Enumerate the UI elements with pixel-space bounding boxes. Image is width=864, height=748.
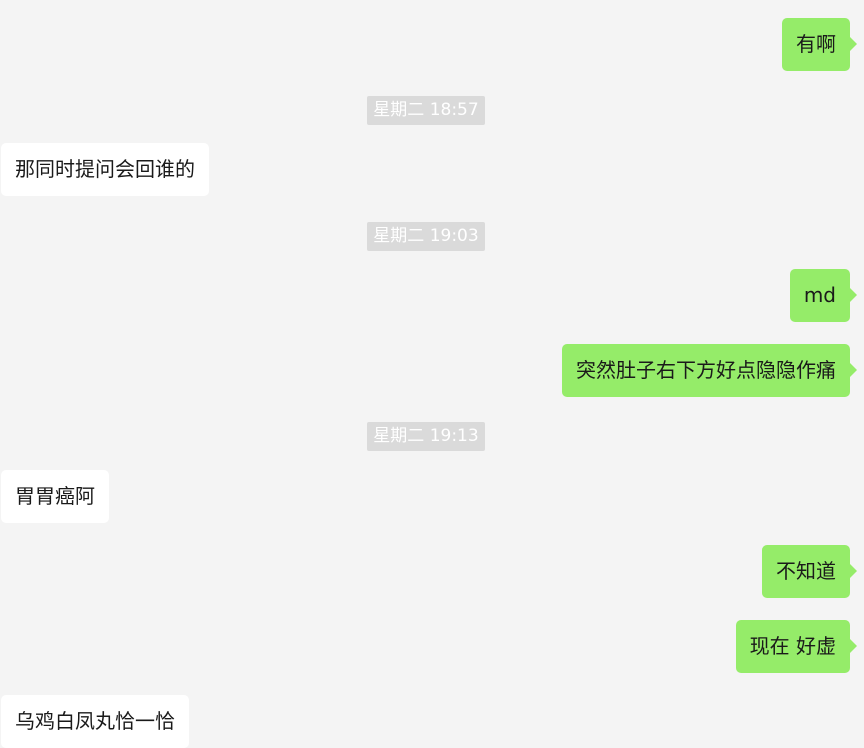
timestamp-divider: 星期二 19:13 xyxy=(367,422,485,451)
message-text: 现在 好虚 xyxy=(749,634,836,658)
message-text: 那同时提问会回谁的 xyxy=(15,157,195,181)
message-text: 胃胃癌阿 xyxy=(15,484,95,508)
message-text: 突然肚子右下方好点隐隐作痛 xyxy=(576,358,836,382)
received-message-bubble[interactable]: 那同时提问会回谁的 xyxy=(1,143,209,196)
received-message-bubble[interactable]: 胃胃癌阿 xyxy=(1,470,109,523)
message-text: 不知道 xyxy=(776,559,836,583)
timestamp-text: 星期二 19:13 xyxy=(373,426,479,446)
sent-message-bubble[interactable]: 有啊 xyxy=(782,18,857,71)
timestamp-text: 星期二 19:03 xyxy=(373,226,479,246)
received-message-bubble[interactable]: 乌鸡白凤丸恰一恰 xyxy=(1,695,189,748)
timestamp-text: 星期二 18:57 xyxy=(373,100,479,120)
timestamp-divider: 星期二 19:03 xyxy=(367,222,485,251)
message-text: 乌鸡白凤丸恰一恰 xyxy=(15,709,175,733)
timestamp-divider: 星期二 18:57 xyxy=(367,96,485,125)
message-text: md xyxy=(803,283,836,307)
sent-message-bubble[interactable]: 突然肚子右下方好点隐隐作痛 xyxy=(562,344,857,397)
sent-message-bubble[interactable]: 不知道 xyxy=(762,545,857,598)
sent-message-bubble[interactable]: 现在 好虚 xyxy=(735,620,858,673)
sent-message-bubble[interactable]: md xyxy=(789,269,858,322)
message-text: 有啊 xyxy=(796,32,836,56)
